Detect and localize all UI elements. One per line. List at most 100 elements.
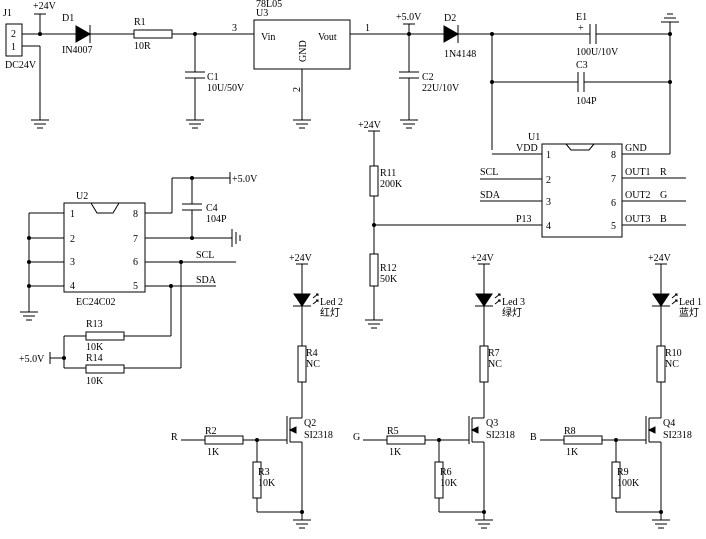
u3-gnd: GND — [298, 40, 309, 62]
mosfet-ref: Q2 — [304, 418, 316, 429]
rpd-ref: R3 — [258, 467, 270, 478]
c1-ref: C1 — [207, 72, 219, 83]
mosfet-ref: Q3 — [486, 418, 498, 429]
r11-supply-label: +24V — [358, 120, 382, 131]
led-name: 蓝灯 — [679, 307, 699, 319]
u2-scl: SCL — [196, 250, 214, 261]
resistor-led — [656, 345, 666, 383]
junction-dot — [659, 510, 663, 514]
u1-out3: OUT3 — [625, 214, 651, 225]
led-ref: Led 3 — [502, 297, 525, 308]
mosfet-arrow-icon — [288, 426, 297, 434]
capacitor-c1: C1 10U/50V — [185, 34, 245, 120]
u1-out1-net: R — [660, 167, 667, 178]
c4-value: 104P — [206, 214, 227, 225]
u3-vout: Vout — [318, 32, 337, 43]
u1-pin-4: 4 — [546, 221, 551, 232]
u1-vdd: VDD — [516, 143, 538, 154]
pullup-5v-label: +5.0V — [19, 354, 45, 365]
e1-value: 100U/10V — [576, 47, 619, 58]
ground-symbol — [231, 229, 241, 247]
u2-pin-6: 6 — [133, 257, 138, 268]
u3-ref: U3 — [256, 8, 268, 19]
regulator-u3: U3 78L05 Vin Vout GND 3 1 2 — [232, 0, 370, 92]
u1-pin-8: 8 — [611, 150, 616, 161]
u3-pin-gnd: 2 — [292, 87, 303, 92]
capacitor-c3: C3 104P — [491, 34, 670, 150]
supply-24v-top: +24V — [33, 1, 57, 34]
mosfet-ref: Q4 — [663, 418, 675, 429]
j1-value: DC24V — [5, 60, 37, 71]
u2-value: EC24C02 — [76, 297, 115, 308]
mosfet-arrow-icon — [470, 426, 479, 434]
c3-ref: C3 — [576, 60, 588, 71]
u3-vin: Vin — [261, 32, 275, 43]
r13-value: 10K — [86, 342, 104, 353]
mosfet-value: SI2318 — [663, 430, 692, 441]
u2-pin-3: 3 — [70, 257, 75, 268]
c2-ref: C2 — [422, 72, 434, 83]
u1-pin-3: 3 — [546, 197, 551, 208]
u3-pin-out: 1 — [365, 23, 370, 34]
led-ref: Led 1 — [679, 297, 702, 308]
supply-24v-label: +24V — [33, 1, 57, 12]
rled-value: NC — [665, 359, 679, 370]
u1-out2-net: G — [660, 190, 667, 201]
u2-pin-8: 8 — [133, 209, 138, 220]
c3-value: 104P — [576, 96, 597, 107]
led-light-icon — [671, 293, 678, 305]
controller-u1: U1 VDD GND 1 2 3 4 8 7 6 5 — [516, 132, 647, 238]
resistor-r14: R14 10K — [85, 353, 125, 387]
u1-gnd: GND — [625, 143, 647, 154]
r12-value: 50K — [380, 274, 398, 285]
rled-ref: R7 — [488, 348, 500, 359]
led-name: 绿灯 — [502, 306, 522, 319]
u2-pin-4: 4 — [70, 281, 75, 292]
channel-net-label: G — [353, 432, 360, 443]
ground-symbol — [365, 319, 383, 329]
resistor-r12: R12 50K — [369, 253, 398, 287]
mosfet-value: SI2318 — [304, 430, 333, 441]
c2-value: 22U/10V — [422, 83, 460, 94]
u1-pin-6: 6 — [611, 198, 616, 209]
r11-value: 200K — [380, 179, 403, 190]
resistor-led — [479, 345, 489, 383]
capacitor-c2: C2 22U/10V — [399, 34, 460, 120]
rpd-value: 10K — [258, 478, 276, 489]
d2-ref: D2 — [444, 13, 456, 24]
u3-value: 78L05 — [256, 0, 282, 10]
u2-pin-5: 5 — [133, 281, 138, 292]
ground-symbol — [400, 119, 418, 129]
r14-value: 10K — [86, 376, 104, 387]
d2-value: 1N4148 — [444, 49, 476, 60]
u1-out2: OUT2 — [625, 190, 651, 201]
capacitor-e1: + E1 100U/10V — [576, 12, 619, 58]
e1-plus: + — [578, 23, 584, 34]
u1-pin-7: 7 — [611, 174, 616, 185]
rpd-ref: R6 — [440, 467, 452, 478]
led-light-icon — [494, 293, 501, 305]
d1-value: IN4007 — [62, 45, 93, 56]
resistor-gate — [204, 435, 244, 445]
rled-ref: R10 — [665, 348, 682, 359]
channel-supply-label: +24V — [471, 253, 495, 264]
channel-net-label: B — [530, 432, 537, 443]
ground-symbol — [186, 119, 204, 129]
rg-ref: R5 — [387, 426, 399, 437]
r11-ref: R11 — [380, 168, 396, 179]
u1-out1: OUT1 — [625, 167, 651, 178]
ground-symbol — [31, 119, 49, 129]
connector-j1: J1 2 1 DC24V — [3, 8, 37, 71]
channel-supply-label: +24V — [648, 253, 672, 264]
rg-value: 1K — [207, 447, 220, 458]
rled-value: NC — [488, 359, 502, 370]
u1-p13-net: P13 — [516, 214, 532, 225]
r14-ref: R14 — [86, 353, 103, 364]
mosfet-value: SI2318 — [486, 430, 515, 441]
r13-ref: R13 — [86, 319, 103, 330]
led-light-icon — [312, 293, 319, 305]
rled-ref: R4 — [306, 348, 318, 359]
